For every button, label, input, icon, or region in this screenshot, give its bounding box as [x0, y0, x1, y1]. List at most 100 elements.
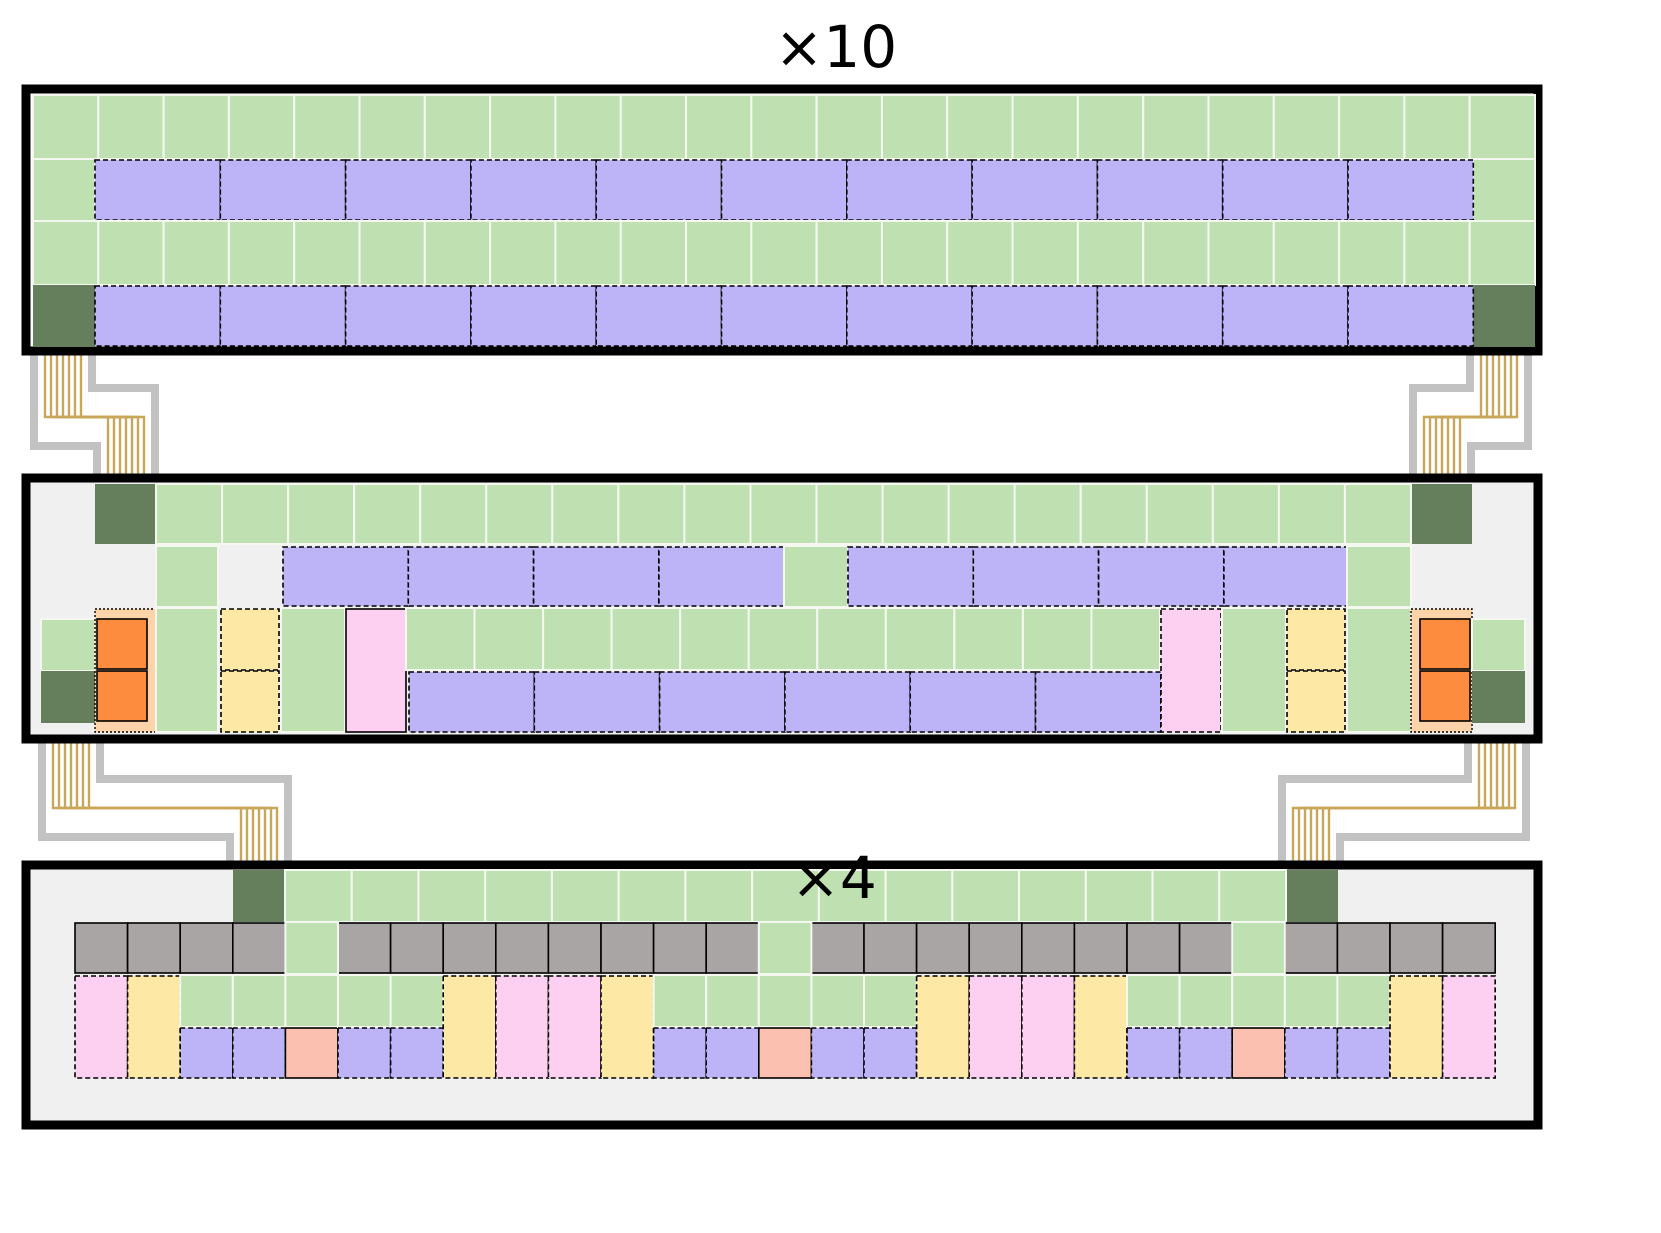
middle-multiplier-label: ×4 — [791, 844, 877, 912]
logic-cell — [40, 618, 96, 672]
top-to-middle-right — [1409, 346, 1532, 486]
memory-block — [344, 285, 472, 347]
logic-cell — [747, 607, 819, 671]
logic-cell — [617, 483, 686, 545]
memory-block — [232, 1027, 287, 1079]
logic-cell — [679, 607, 750, 671]
logic-cell — [951, 869, 1021, 923]
logic-cell — [817, 869, 887, 923]
logic-cell — [884, 869, 954, 923]
logic-cell — [1207, 220, 1275, 286]
logic-cell — [1277, 483, 1346, 545]
memory-block — [282, 546, 410, 607]
logic-cell — [1338, 220, 1406, 286]
special-block — [757, 1027, 813, 1079]
memory-block — [863, 1027, 918, 1079]
wire-strand — [79, 346, 146, 486]
register-cell — [915, 922, 970, 974]
wire-strand — [87, 730, 279, 870]
logic-cell — [417, 869, 487, 923]
register-cell — [1020, 922, 1076, 974]
register-cell — [1389, 922, 1444, 974]
logic-cell — [350, 869, 420, 923]
memory-block — [652, 1027, 707, 1079]
logic-cell — [1272, 220, 1341, 286]
memory-block — [1347, 285, 1475, 347]
register-cell — [494, 922, 550, 974]
logic-cell — [473, 607, 545, 671]
memory-block — [1336, 1027, 1391, 1079]
register-cell — [600, 922, 655, 974]
memory-block — [595, 159, 723, 221]
memory-block — [1347, 159, 1475, 221]
memory-block — [810, 1027, 865, 1079]
memory-block — [971, 285, 1099, 347]
bram-block — [968, 975, 1023, 1079]
logic-cell — [405, 607, 476, 671]
logic-cell — [946, 220, 1014, 286]
memory-block — [337, 1027, 392, 1079]
logic-cell — [554, 220, 622, 286]
logic-cell — [221, 483, 290, 545]
dsp-block — [96, 670, 148, 722]
logic-cell — [1151, 869, 1221, 923]
memory-block — [1221, 159, 1349, 221]
logic-cell — [1218, 869, 1288, 923]
logic-cell — [551, 483, 620, 545]
uram-block — [915, 975, 970, 1079]
logic-cell — [1207, 94, 1275, 160]
memory-block — [1034, 671, 1162, 733]
logic-cell — [652, 974, 708, 1028]
logic-cell — [337, 974, 392, 1028]
dsp-block — [1419, 670, 1471, 722]
middle-to-bottom-right — [1278, 730, 1530, 870]
logic-cell — [1013, 483, 1082, 545]
logic-cell — [423, 220, 492, 286]
logic-cell — [749, 483, 818, 545]
logic-cell — [1231, 974, 1286, 1028]
register-cell — [968, 922, 1023, 974]
logic-cell — [542, 607, 613, 671]
logic-cell — [227, 94, 296, 160]
memory-block — [971, 159, 1099, 221]
logic-cell — [32, 158, 96, 222]
logic-cell — [816, 607, 887, 671]
logic-cell — [1079, 483, 1148, 545]
logic-cell — [489, 94, 557, 160]
logic-cell — [155, 607, 219, 733]
logic-cell — [757, 921, 813, 975]
register-cell — [126, 922, 181, 974]
logic-cell — [1403, 94, 1471, 160]
logic-cell — [419, 483, 488, 545]
memory-block — [1126, 1027, 1181, 1079]
logic-cell — [1021, 607, 1093, 671]
logic-cell — [685, 220, 753, 286]
logic-cell — [162, 220, 230, 286]
logic-cell — [1126, 974, 1181, 1028]
logic-cell — [1011, 94, 1079, 160]
bram-block — [1160, 608, 1222, 733]
memory-block — [94, 159, 222, 221]
bram-block — [1441, 975, 1496, 1079]
register-cell — [547, 922, 602, 974]
logic-cell — [947, 483, 1016, 545]
logic-cell — [1142, 94, 1210, 160]
logic-cell — [1403, 220, 1471, 286]
register-cell — [863, 922, 918, 974]
register-cell — [389, 922, 445, 974]
memory-block — [94, 285, 222, 347]
memory-block — [1178, 1027, 1233, 1079]
register-cell — [1178, 922, 1233, 974]
logic-cell — [284, 974, 339, 1028]
memory-block — [784, 671, 912, 733]
register-cell — [810, 922, 865, 974]
logic-cell — [810, 974, 866, 1028]
logic-cell — [32, 220, 100, 286]
io-port — [233, 870, 285, 922]
memory-block — [1096, 159, 1224, 221]
bram-block — [345, 608, 407, 733]
logic-cell — [423, 94, 492, 160]
logic-cell — [783, 545, 849, 608]
logic-cell — [1221, 607, 1287, 733]
register-cell — [337, 922, 392, 974]
